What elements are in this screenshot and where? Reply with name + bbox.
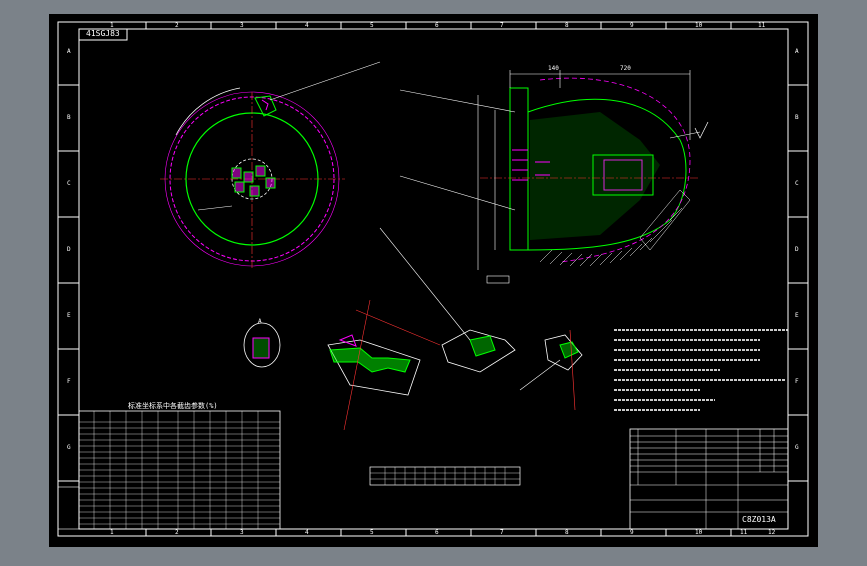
col-label-bottom-4: 4 [305,529,309,536]
drum-section-view[interactable] [399,70,709,284]
detail-view-label: A [258,318,262,325]
row-label-G: G [67,444,71,451]
col-label-bottom-5: 5 [370,529,374,536]
section-label-box [486,275,510,284]
detail-2-pick [338,334,357,347]
detail-2-body [329,347,411,373]
leader-line-hub [197,205,233,211]
hatch-region [639,189,691,251]
drawing-stamp: 41SGJ83 [86,29,120,38]
col-label-bottom-2: 2 [175,529,179,536]
technical-notes[interactable] [614,329,788,411]
drawing-code: C8Z013A [742,515,776,524]
surface-mark-leader [669,131,701,139]
section-body-outline [527,98,687,251]
zone-ticks [58,22,808,536]
col-label-bottom-1: 1 [110,529,114,536]
section-flange [509,87,529,251]
leader-line-1 [269,61,381,101]
col-label-bottom-6: 6 [435,529,439,536]
stamp-box [78,28,128,41]
detail-1-outline [243,322,281,368]
detail-view-3[interactable] [379,227,516,373]
detail-3-body [469,335,496,357]
col-label-11: 11 [758,22,766,29]
detail-view-4[interactable] [519,329,583,411]
row-label-E: E [67,312,71,319]
surface-finish-symbol [694,121,709,139]
row-label-right-E: E [795,312,799,319]
pick-parameter-table[interactable] [57,410,281,530]
col-label-bottom-8: 8 [565,529,569,536]
col-label-bottom-11: 11 [740,529,748,536]
col-label-6: 6 [435,22,439,29]
row-label-B: B [67,114,71,121]
col-label-5: 5 [370,22,374,29]
row-label-D: D [67,246,71,253]
dimension-lines [399,70,691,270]
row-label-right-G: G [795,444,799,451]
detail-4-axis [569,329,576,411]
detail-2-axis [343,299,371,431]
col-label-bottom-12: 12 [768,529,776,536]
col-label-10: 10 [695,22,703,29]
row-label-right-B: B [795,114,799,121]
pick-cluster [231,165,276,197]
detail-3-outline [441,329,516,373]
section-bore-inner [603,159,643,191]
detail-view-2[interactable] [327,299,441,431]
section-envelope [539,77,691,263]
row-label-A: A [67,48,71,55]
inner-frame [78,28,789,530]
table-title: 标准坐标系中各截齿参数(%) [128,402,218,410]
detail-2-axis-b [355,309,441,346]
col-label-4: 4 [305,22,309,29]
drum-end-view[interactable] [160,61,381,268]
col-label-3: 3 [240,22,244,29]
col-label-bottom-3: 3 [240,529,244,536]
detail-4-outline [544,334,583,371]
rotation-arc [175,87,241,136]
col-label-2: 2 [175,22,179,29]
detail-3-leader [379,227,471,341]
title-block[interactable] [629,428,789,530]
top-pick-holder [254,95,277,117]
section-hatch [530,112,660,240]
outer-frame [57,21,809,537]
row-label-right-C: C [795,180,799,187]
col-label-bottom-7: 7 [500,529,504,536]
detail-1-pick [252,337,270,359]
row-label-F: F [67,378,71,385]
top-dimension-1: 140 [548,65,559,72]
section-bore [592,154,654,196]
top-pick [261,99,269,111]
row-label-C: C [67,180,71,187]
hatch-lines [539,207,683,267]
col-label-1: 1 [110,22,114,29]
detail-2-outline [327,339,421,396]
col-label-7: 7 [500,22,504,29]
detail-view-1[interactable] [243,322,281,368]
detail-4-leader [519,359,561,391]
col-label-bottom-10: 10 [695,529,703,536]
row-label-right-F: F [795,378,799,385]
section-picks [512,149,550,181]
col-label-8: 8 [565,22,569,29]
top-dimension-2: 720 [620,65,631,72]
row-label-right-D: D [795,246,799,253]
detail-4-body [559,341,579,359]
row-label-right-A: A [795,48,799,55]
col-label-bottom-9: 9 [630,529,634,536]
col-label-9: 9 [630,22,634,29]
mid-table[interactable] [369,466,521,486]
